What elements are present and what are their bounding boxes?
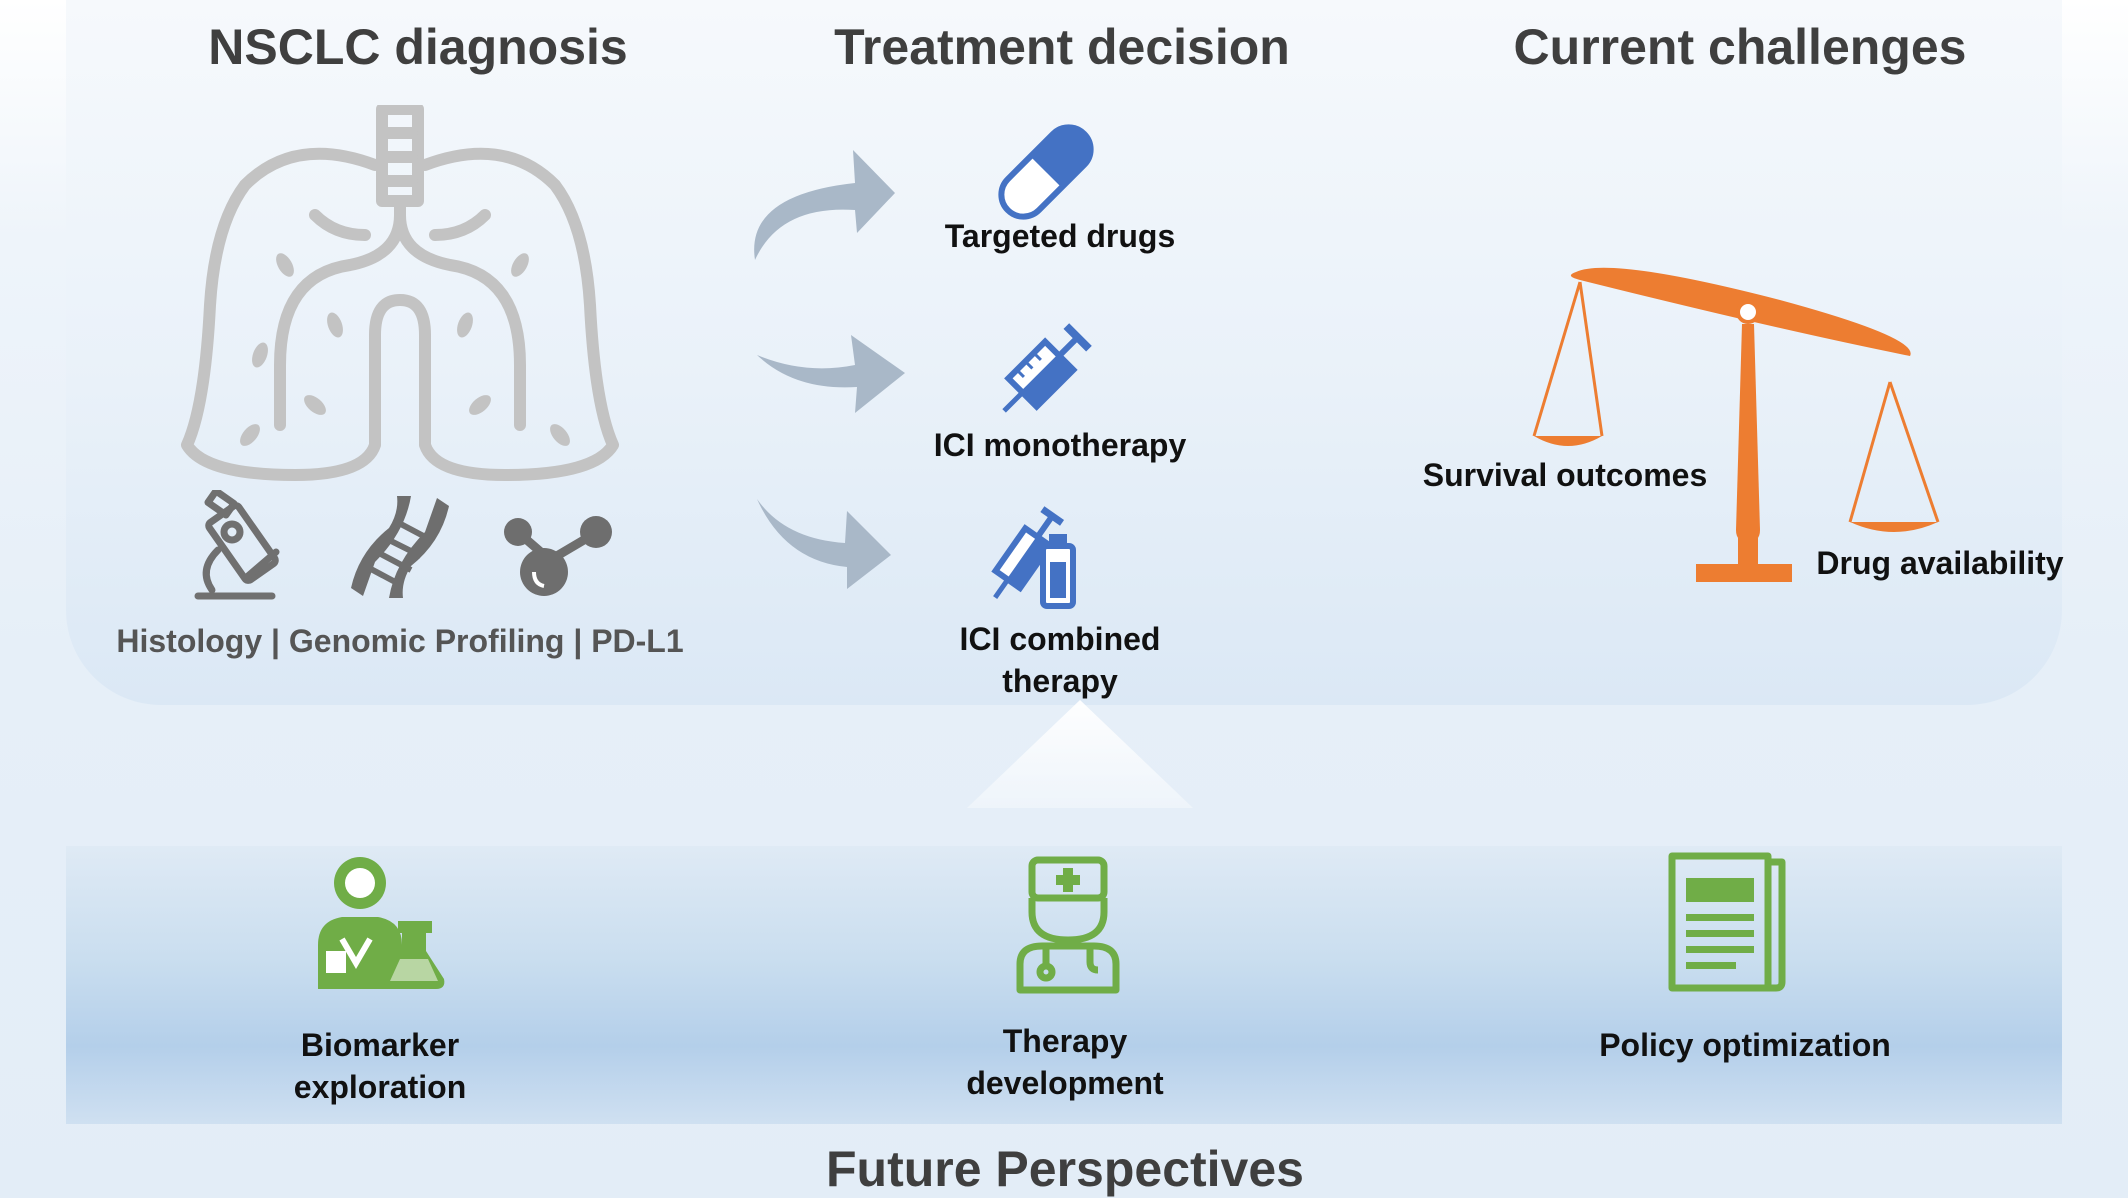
lungs-icon [175,105,625,485]
ici-monotherapy-label: ICI monotherapy [933,427,1187,463]
microscope-icon [190,490,300,602]
biomarker-exploration-label: Biomarker exploration [293,1027,467,1105]
survival-outcomes-label: Survival outcomes [1422,457,1708,493]
policy-optimization-label: Policy optimization [1599,1027,1891,1063]
arrow-to-targeted-icon [745,145,905,265]
drug-availability-label: Drug availability [1816,545,2064,581]
arrow-to-monotherapy-icon [755,325,915,415]
capsule-icon [990,118,1102,226]
diagnosis-heading: NSCLC diagnosis [208,19,628,75]
doctor-icon [1016,856,1120,996]
future-heading: Future Perspectives [826,1141,1304,1197]
therapy-development-label: Therapy development [966,1023,1164,1101]
dna-icon [345,492,455,602]
researcher-icon [312,855,452,995]
triangle-connector [965,698,1195,810]
diagnosis-methods-label: Histology | Genomic Profiling | PD-L1 [116,623,684,659]
syringe-icon [988,318,1098,426]
arrow-to-combined-icon [755,495,905,595]
ici-combined-therapy-label: ICI combined therapy [959,621,1161,699]
challenges-heading: Current challenges [1513,19,1967,75]
targeted-drugs-label: Targeted drugs [944,218,1176,254]
treatment-heading: Treatment decision [834,19,1290,75]
syringe-vial-icon [983,500,1093,610]
newspaper-icon [1668,852,1788,992]
balance-scale-icon [1520,260,1980,590]
molecule-icon [500,510,615,600]
